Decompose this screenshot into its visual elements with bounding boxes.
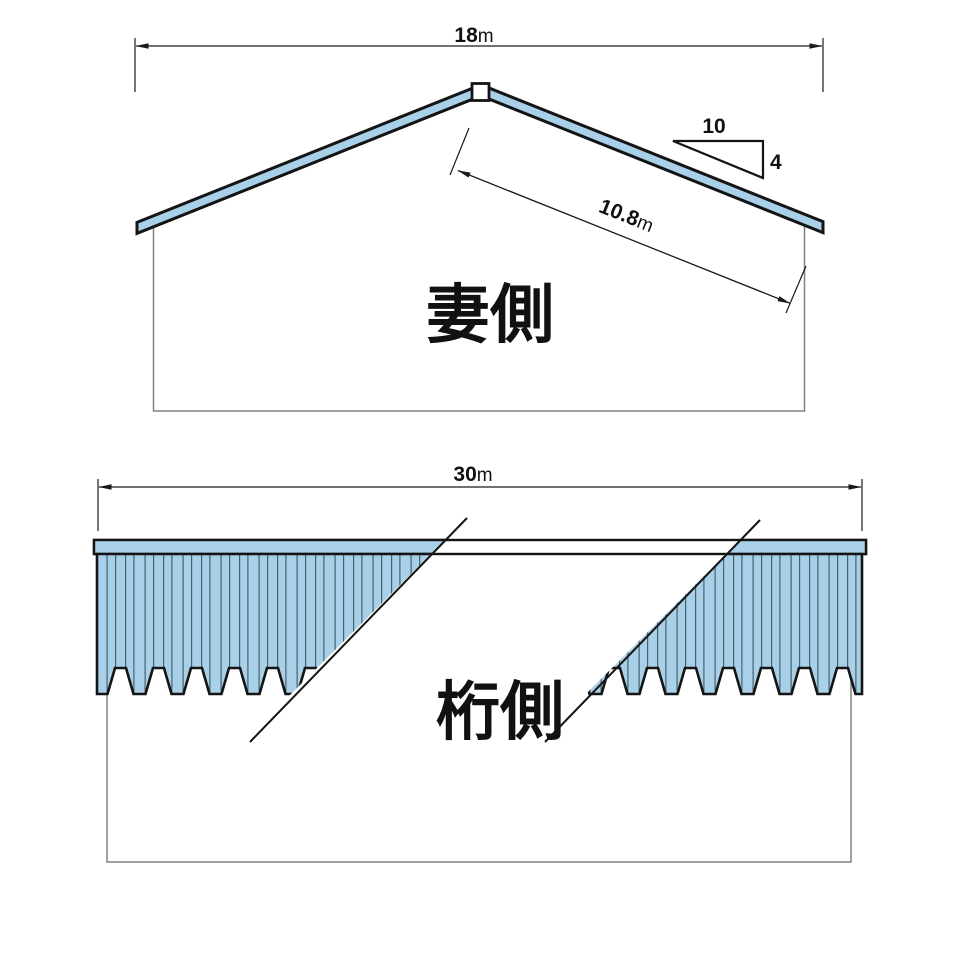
gable-wall-outline (152, 226, 806, 412)
dim-10-8m-line (457, 169, 791, 304)
dim-30m-label: 30m (453, 463, 492, 486)
dim-10-8m-ext-bottom (785, 265, 807, 314)
dim-18m: 18m (134, 24, 824, 92)
gable-elevation: 18m 10 4 10.8m 妻側 (134, 24, 825, 412)
eave-side-label: 桁側 (436, 676, 564, 750)
pitch-triangle: 10 4 (672, 115, 782, 180)
eave-elevation: 30m 桁側 (92, 463, 868, 863)
gable-side-label: 妻側 (426, 279, 554, 353)
break-line-right (544, 519, 761, 743)
dim-18m-label: 18m (454, 24, 493, 47)
ridge-cap (470, 82, 491, 102)
pitch-run-label: 10 (702, 115, 725, 138)
pitch-rise-label: 4 (770, 151, 782, 174)
pitch-triangle-shape (672, 139, 765, 180)
fascia-blue-left (92, 538, 449, 556)
dim-30m: 30m (97, 463, 863, 531)
break-line-left (249, 517, 468, 743)
dim-10-8m-label: 10.8m (596, 195, 657, 237)
corrugated-cladding-left (92, 538, 449, 696)
roof-panel-left (135, 84, 478, 236)
dim-10-8m-ext-top (449, 127, 470, 176)
eave-wall-outline (106, 600, 852, 863)
